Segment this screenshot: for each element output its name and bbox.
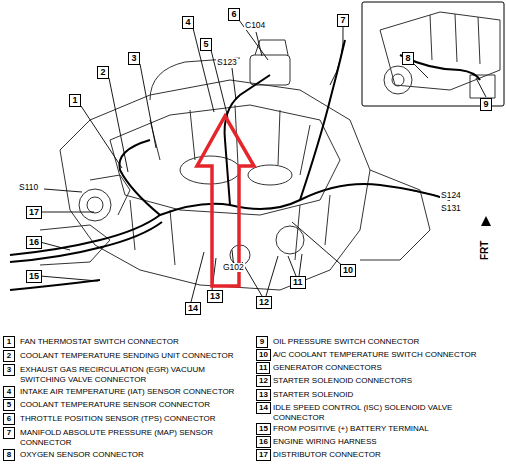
legend-description: ENGINE WIRING HARNESS: [273, 437, 503, 447]
legend-number: 17: [256, 449, 271, 461]
callout-number: 3: [128, 52, 140, 65]
legend-description: IDLE SPEED CONTROL (ISC) SOLENOID VALVE …: [273, 403, 503, 423]
connector-id: S110: [18, 183, 39, 192]
legend-number: 6: [3, 413, 15, 425]
callout-number: 14: [185, 302, 201, 315]
legend-description: FAN THERMOSTAT SWITCH CONNECTOR: [20, 337, 248, 347]
callout-number: 2: [97, 66, 109, 79]
legend-number: 3: [3, 364, 15, 376]
callout-number: 6: [228, 8, 240, 21]
legend-number: 12: [256, 375, 271, 387]
legend-description: STARTER SOLENOID CONNECTORS: [273, 376, 503, 386]
legend-number: 13: [256, 389, 271, 401]
callout-number: 16: [26, 236, 42, 249]
callout-number: 12: [256, 296, 272, 309]
callout-number: 15: [26, 270, 42, 283]
legend-description: FROM POSITIVE (+) BATTERY TERMINAL: [273, 424, 503, 434]
legend-description: DISTRIBUTOR CONNECTOR: [273, 450, 503, 460]
legend-number: 1: [3, 336, 15, 348]
legend-description: STARTER SOLENOID: [273, 390, 503, 400]
callout-number: 10: [340, 264, 356, 277]
callout-number: 13: [207, 290, 223, 303]
legend-description: INTAKE AIR TEMPERATURE (IAT) SENSOR CONN…: [20, 387, 248, 397]
connector-id: C104: [244, 21, 266, 30]
legend-number: 14: [256, 402, 271, 414]
legend-description: OXYGEN SENSOR CONNECTOR: [20, 450, 248, 460]
legend-number: 15: [256, 423, 271, 435]
legend-number: 10: [256, 349, 271, 361]
callout-number: 9: [480, 98, 492, 111]
callout-number: 5: [200, 38, 212, 51]
legend-description: EXHAUST GAS RECIRCULATION (EGR) VACUUM S…: [20, 365, 248, 385]
legend-number: 8: [3, 449, 15, 461]
connector-id: S124: [440, 191, 462, 200]
legend-description: GENERATOR CONNECTORS: [273, 363, 503, 373]
callout-number: 8: [402, 52, 414, 65]
legend-number: 2: [3, 350, 15, 362]
legend-description: OIL PRESSURE SWITCH CONNECTOR: [273, 337, 503, 347]
callout-number: 17: [26, 206, 42, 219]
legend-description: MANIFOLD ABSOLUTE PRESSURE (MAP) SENSOR …: [20, 428, 248, 448]
callout-number: 4: [182, 16, 194, 29]
legend-number: 4: [3, 386, 15, 398]
callout-number: 11: [290, 276, 306, 289]
legend-description: A/C COOLANT TEMPERATURE SWITCH CONNECTOR: [273, 350, 503, 360]
connector-id: S131: [440, 204, 462, 213]
legend-number: 7: [3, 427, 15, 439]
legend-description: COOLANT TEMPERATURE SENDING UNIT CONNECT…: [20, 351, 248, 361]
red-arrow: [197, 116, 254, 286]
legend-number: 16: [256, 436, 271, 448]
connector-id: S123: [216, 58, 238, 67]
legend-number: 5: [3, 399, 15, 411]
legend-number: 9: [256, 336, 268, 348]
front-direction: FRT: [480, 241, 490, 260]
callout-number: 7: [337, 14, 349, 27]
legend-number: 11: [256, 362, 270, 374]
connector-id: G102: [222, 263, 245, 272]
callout-number: 1: [69, 94, 81, 107]
legend-description: THROTTLE POSITION SENSOR (TPS) CONNECTOR: [20, 414, 248, 424]
legend-description: COOLANT TEMPERATURE SENSOR CONNECTOR: [20, 400, 248, 410]
